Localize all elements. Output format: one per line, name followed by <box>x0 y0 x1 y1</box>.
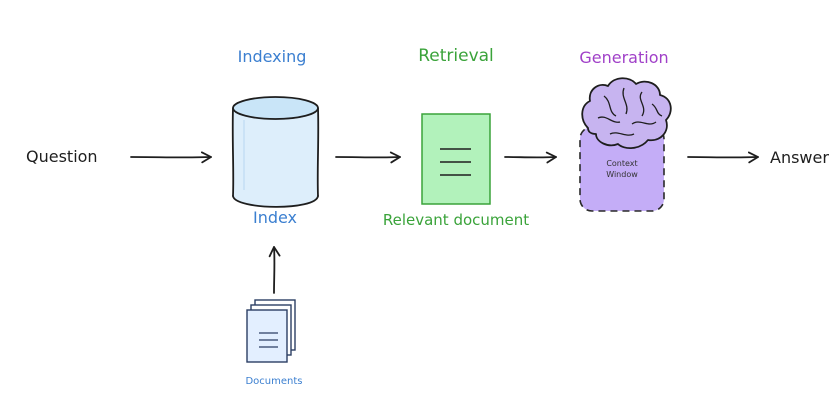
generation-stage-label: Generation <box>579 48 668 67</box>
indexing-stage-label: Indexing <box>238 47 307 66</box>
context-window-label-line2: Window <box>606 170 638 179</box>
relevant-document-label: Relevant document <box>383 211 529 229</box>
documents-stack-icon <box>246 299 296 363</box>
index-label: Index <box>253 208 297 227</box>
question-label: Question <box>26 147 98 166</box>
context-window-label-line1: Context <box>606 159 637 168</box>
brain-icon <box>581 77 672 149</box>
database-cylinder-icon <box>231 96 320 208</box>
answer-label: Answer <box>770 148 829 167</box>
retrieval-stage-label: Retrieval <box>418 46 494 66</box>
documents-label: Documents <box>245 376 302 387</box>
document-icon <box>421 113 491 205</box>
